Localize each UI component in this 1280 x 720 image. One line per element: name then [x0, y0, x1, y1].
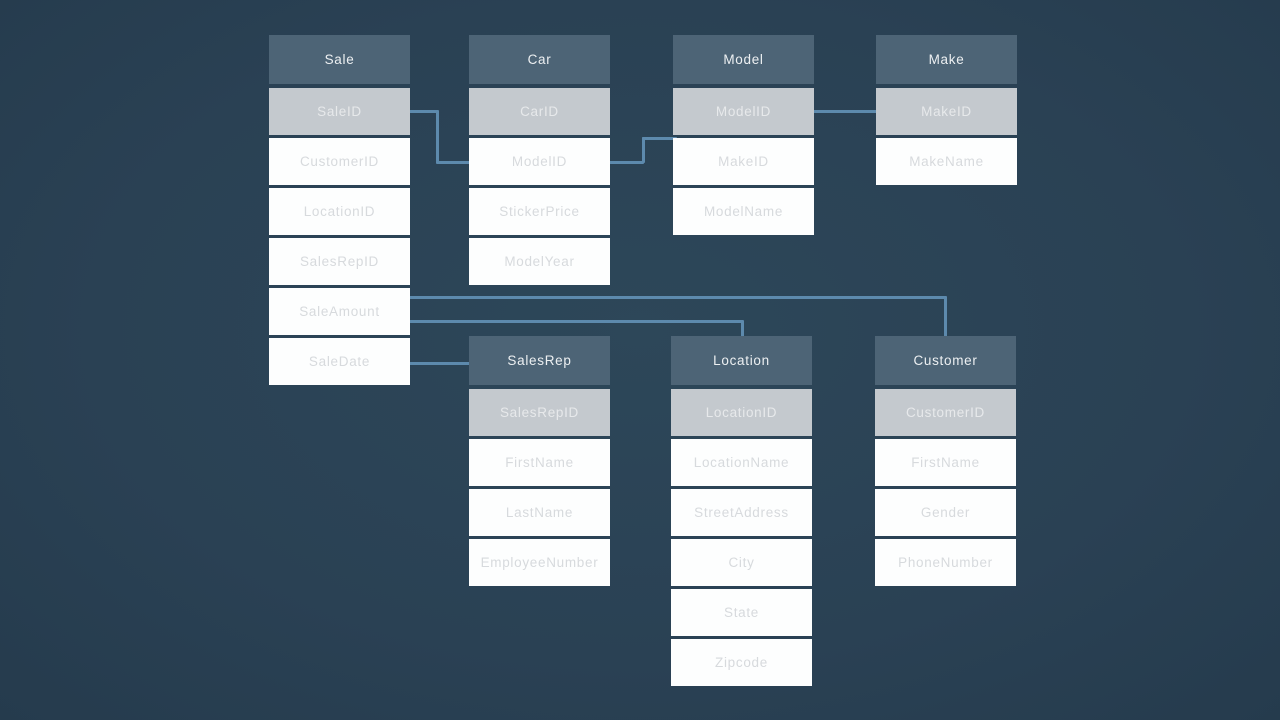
- connector-segment: [607, 161, 644, 164]
- connector-segment: [642, 137, 645, 163]
- table-car-row-modelid: ModelID: [469, 138, 610, 185]
- connector-segment: [642, 137, 677, 140]
- table-model-row-modelid-key: ModelID: [673, 88, 814, 135]
- table-salesrep-row-salesrepid-key: SalesRepID: [469, 389, 610, 436]
- table-location-row-locationname: LocationName: [671, 439, 812, 486]
- table-salesrep-row-employeenumber: EmployeeNumber: [469, 539, 610, 586]
- table-salesrep-row-firstname: FirstName: [469, 439, 610, 486]
- table-sale-row-customerid: CustomerID: [269, 138, 410, 185]
- table-make-row-makeid-key: MakeID: [876, 88, 1017, 135]
- table-sale-row-saledate: SaleDate: [269, 338, 410, 385]
- connector-segment: [436, 110, 439, 163]
- table-salesrep-row-lastname: LastName: [469, 489, 610, 536]
- connector-segment: [406, 320, 743, 323]
- table-make-title: Make: [876, 35, 1017, 84]
- connector-segment: [944, 296, 947, 343]
- table-sale-row-locationid: LocationID: [269, 188, 410, 235]
- table-make-row-makename: MakeName: [876, 138, 1017, 185]
- table-sale-row-saleamount: SaleAmount: [269, 288, 410, 335]
- connector-segment: [807, 110, 884, 113]
- table-customer-row-gender: Gender: [875, 489, 1016, 536]
- table-customer-row-phonenumber: PhoneNumber: [875, 539, 1016, 586]
- table-model-title: Model: [673, 35, 814, 84]
- table-salesrep-title: SalesRep: [469, 336, 610, 385]
- connector-segment: [406, 296, 946, 299]
- table-sale-title: Sale: [269, 35, 410, 84]
- connector-segment: [741, 320, 744, 348]
- table-car-row-carid-key: CarID: [469, 88, 610, 135]
- table-location-row-locationid-key: LocationID: [671, 389, 812, 436]
- table-car-title: Car: [469, 35, 610, 84]
- table-location-row-zipcode: Zipcode: [671, 639, 812, 686]
- table-sale-row-salesrepid: SalesRepID: [269, 238, 410, 285]
- table-location-title: Location: [671, 336, 812, 385]
- table-customer-row-customerid-key: CustomerID: [875, 389, 1016, 436]
- table-car-row-modelyear: ModelYear: [469, 238, 610, 285]
- connector-segment: [436, 161, 473, 164]
- table-location-row-state: State: [671, 589, 812, 636]
- table-sale-row-saleid-key: SaleID: [269, 88, 410, 135]
- table-car-row-stickerprice: StickerPrice: [469, 188, 610, 235]
- table-customer-title: Customer: [875, 336, 1016, 385]
- connector-segment: [406, 362, 478, 365]
- table-model-row-makeid: MakeID: [673, 138, 814, 185]
- table-customer-row-firstname: FirstName: [875, 439, 1016, 486]
- table-location-row-streetaddress: StreetAddress: [671, 489, 812, 536]
- table-location-row-city: City: [671, 539, 812, 586]
- connector-segment: [403, 110, 438, 113]
- table-model-row-modelname: ModelName: [673, 188, 814, 235]
